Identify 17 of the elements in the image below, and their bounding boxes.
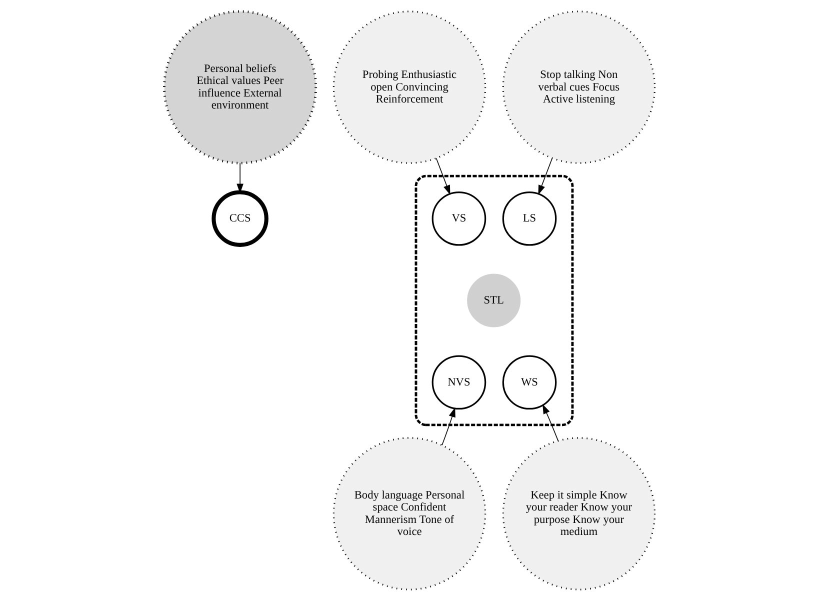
arrow xyxy=(236,162,244,194)
node-circle: Stop talking Non verbal cues Focus Active listening xyxy=(502,10,656,164)
node-circle: Body language Personal space Confident Mannerism Tone of voice xyxy=(332,437,486,590)
node-circle: CCS xyxy=(212,190,268,247)
node-circle: VS xyxy=(432,191,486,246)
arrow xyxy=(538,158,553,195)
arrow xyxy=(442,407,456,446)
cluster xyxy=(414,174,574,426)
node-circle: WS xyxy=(502,355,557,410)
arrow xyxy=(542,404,558,442)
node-circle: NVS xyxy=(432,355,486,410)
node-circle: Personal beliefs Ethical values Peer influence External environment xyxy=(163,10,318,164)
node-circle: LS xyxy=(502,191,557,246)
node-circle: STL xyxy=(467,274,521,328)
node-circle: Keep it simple Know your reader Know your purpose Know your medium xyxy=(502,437,656,590)
node-circle: Probing Enthusiastic open Convincing Reinforcement xyxy=(332,10,486,164)
arrow xyxy=(436,158,450,195)
